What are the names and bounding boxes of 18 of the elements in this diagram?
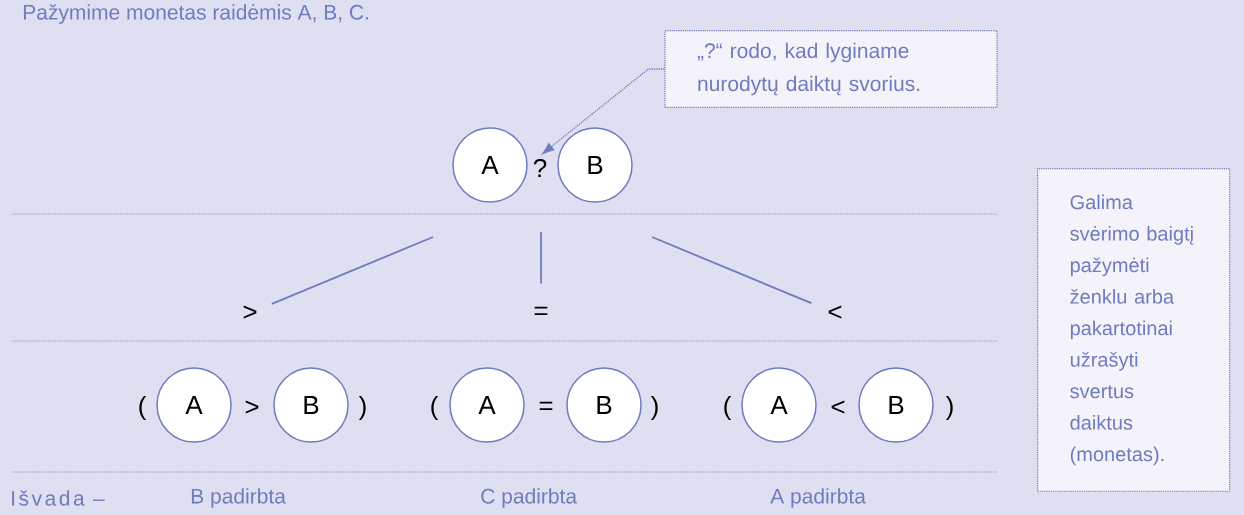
comparison-sign: =: [534, 306, 548, 315]
note-box: Galima svėrimo baigtį pažymėti ženklu arba pakartotinai užrašyti svertus daiktus (monetas).: [1037, 168, 1231, 492]
comparison-sign: =: [539, 401, 553, 410]
comparison-sign: <: [828, 305, 842, 319]
comparison-sign: >: [245, 400, 259, 414]
branch-line: [271, 236, 434, 305]
conclusion-text: B padirbta: [191, 488, 286, 508]
branch-line: [540, 231, 542, 285]
branch-line: [651, 236, 813, 305]
comparison-sign: >: [243, 305, 257, 319]
comparison-sign: <: [831, 400, 845, 414]
conclusion-text: C padirbta: [481, 488, 578, 508]
instruction-text: Pažymime monetas raidėmis A, B, C.: [23, 4, 368, 24]
conclusion-text: A padirbta: [770, 488, 866, 508]
comparison-sign: ?: [533, 158, 547, 178]
callout-box: „?“ rodo, kad lyginame nurodytų daiktų svorius.: [664, 30, 998, 108]
conclusion-label: Išvada –: [12, 490, 105, 506]
arrow: [542, 68, 666, 154]
